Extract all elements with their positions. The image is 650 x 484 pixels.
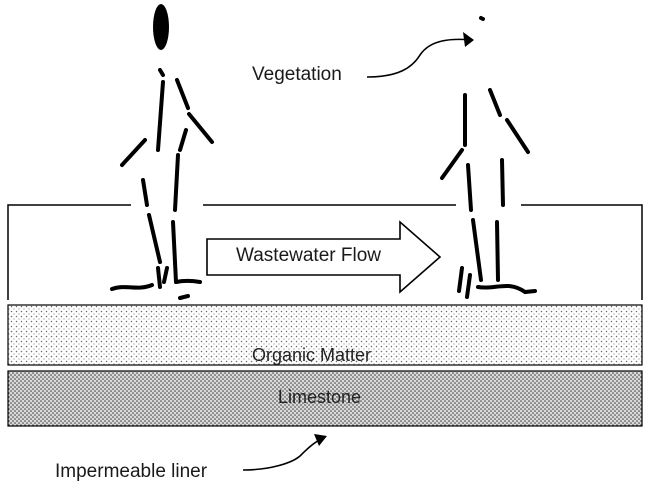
flow-arrow (206, 220, 442, 294)
limestone-layer (7, 370, 643, 427)
vegetation-callout-arrow (366, 32, 474, 78)
liner-callout-arrow (242, 434, 327, 471)
organic-matter-layer (7, 304, 643, 366)
organic-matter-label: Organic Matter (252, 345, 372, 365)
left-plant (110, 4, 214, 300)
limestone-label: Limestone (278, 387, 362, 407)
vegetation-label: Vegetation (252, 64, 342, 85)
wastewater-flow-label: Wastewater Flow (236, 245, 381, 266)
right-plant (440, 16, 537, 299)
impermeable-liner-label: Impermeable liner (55, 461, 208, 482)
basin-outline (7, 204, 643, 300)
